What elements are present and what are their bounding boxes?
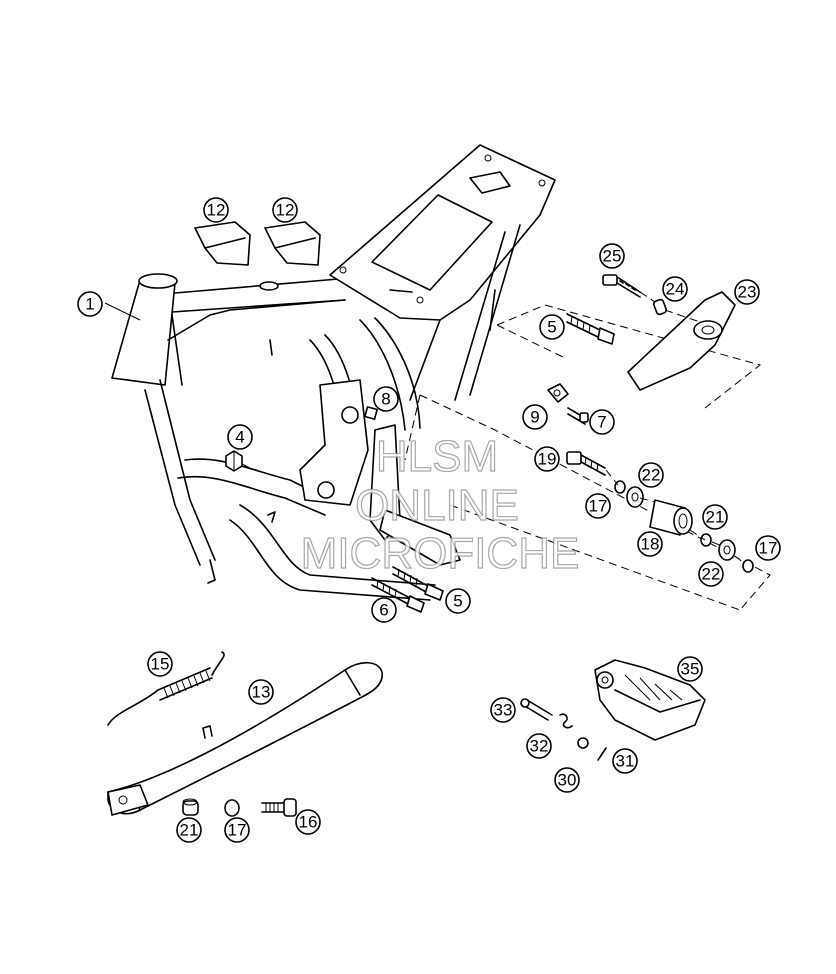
callout-8: 8: [373, 386, 399, 412]
screw-7: [567, 407, 589, 425]
bolt-5-upper: [566, 313, 615, 345]
callout-24: 24: [662, 276, 688, 302]
svg-text:22: 22: [642, 466, 661, 485]
svg-text:31: 31: [616, 752, 635, 771]
frame-guard-right: [264, 221, 321, 266]
svg-text:5: 5: [453, 592, 462, 611]
nut-8: [364, 406, 378, 420]
svg-text:33: 33: [494, 701, 513, 720]
washer-17-b: [742, 559, 754, 573]
callout-35: 35: [677, 656, 703, 682]
leader-lines: [104, 291, 746, 565]
svg-text:17: 17: [759, 539, 778, 558]
callout-17c: 17: [224, 817, 250, 843]
svg-text:19: 19: [538, 450, 557, 469]
callout-32: 32: [526, 733, 552, 759]
stand-spring: [107, 651, 225, 726]
svg-text:25: 25: [603, 247, 622, 266]
spacer-24: [652, 298, 668, 316]
callout-23: 23: [734, 279, 760, 305]
svg-text:23: 23: [738, 283, 757, 302]
svg-text:4: 4: [235, 428, 244, 447]
bolt-25: [602, 274, 641, 298]
callout-21b: 21: [176, 817, 202, 843]
watermark-line-3: MICROFICHE: [301, 529, 580, 578]
pin-33: [520, 698, 553, 721]
callout-12a: 12: [203, 197, 229, 223]
frame-assembly: [111, 144, 556, 601]
svg-text:12: 12: [276, 201, 295, 220]
bracket-9: [547, 383, 569, 403]
callout-33: 33: [490, 697, 516, 723]
spacer-21-a: [700, 533, 712, 547]
svg-text:16: 16: [299, 813, 318, 832]
callout-22b: 22: [698, 561, 724, 587]
callout-25: 25: [599, 243, 625, 269]
frame-guard-left: [194, 221, 251, 266]
bolt-6: [371, 577, 425, 613]
callout-17a: 17: [585, 493, 611, 519]
spacer-21-b: [182, 798, 199, 816]
svg-text:17: 17: [589, 497, 608, 516]
svg-text:7: 7: [597, 413, 606, 432]
svg-text:21: 21: [706, 508, 725, 527]
footpeg: [594, 659, 706, 741]
svg-text:30: 30: [558, 771, 577, 790]
cotter-31: [597, 747, 607, 761]
callout-16: 16: [295, 809, 321, 835]
spring-32: [559, 713, 573, 729]
svg-text:35: 35: [681, 660, 700, 679]
svg-text:22: 22: [702, 565, 721, 584]
svg-text:13: 13: [252, 683, 271, 702]
callout-12b: 12: [272, 197, 298, 223]
washer-30: [577, 737, 589, 749]
callout-5b: 5: [445, 588, 471, 614]
svg-text:6: 6: [379, 601, 388, 620]
svg-text:17: 17: [228, 821, 247, 840]
callout-19: 19: [534, 446, 560, 472]
svg-text:12: 12: [207, 201, 226, 220]
callout-31: 31: [612, 748, 638, 774]
bushing-22-b: [718, 539, 736, 561]
callout-30: 30: [554, 767, 580, 793]
svg-text:32: 32: [530, 737, 549, 756]
watermark-line-2: ONLINE: [355, 481, 519, 530]
callout-21a: 21: [702, 504, 728, 530]
side-stand: [107, 661, 383, 816]
callout-1: 1: [77, 291, 103, 317]
callout-22a: 22: [638, 462, 664, 488]
svg-text:1: 1: [85, 295, 94, 314]
callout-17b: 17: [755, 535, 781, 561]
svg-text:24: 24: [666, 280, 685, 299]
callout-9: 9: [522, 404, 548, 430]
callout-6: 6: [371, 597, 397, 623]
bolt-16: [261, 798, 297, 817]
bolt-19: [566, 451, 606, 476]
roller-18: [649, 499, 693, 536]
watermark-line-1: HLSM: [376, 432, 498, 481]
svg-text:5: 5: [547, 318, 556, 337]
nut-4: [225, 450, 243, 472]
callout-13: 13: [248, 679, 274, 705]
callout-4: 4: [227, 424, 253, 450]
svg-text:8: 8: [381, 390, 390, 409]
washer-17-c: [224, 799, 240, 817]
callout-18: 18: [637, 531, 663, 557]
svg-text:9: 9: [530, 408, 539, 427]
watermark: HLSM ONLINE MICROFICHE: [300, 431, 580, 578]
bushing-22-a: [626, 486, 644, 508]
svg-text:15: 15: [151, 655, 170, 674]
callout-15: 15: [147, 651, 173, 677]
side-stand-pad: [627, 291, 736, 391]
callout-5a: 5: [539, 314, 565, 340]
bolt-5-lower: [392, 566, 444, 601]
svg-text:18: 18: [641, 535, 660, 554]
callout-7: 7: [589, 409, 615, 435]
svg-text:21: 21: [180, 821, 199, 840]
